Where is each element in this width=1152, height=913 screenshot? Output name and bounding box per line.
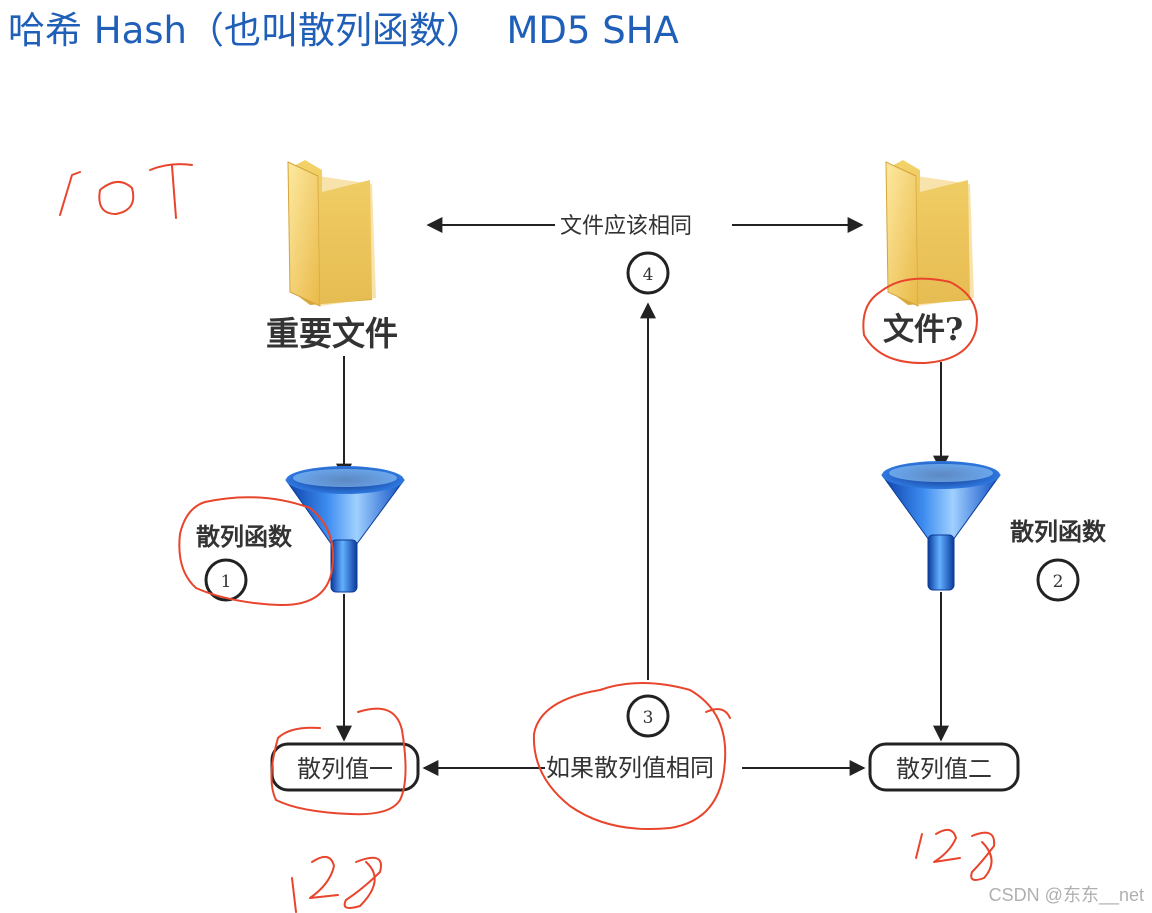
watermark: CSDN @东东__net (988, 885, 1144, 905)
step-1-badge: 1 (204, 558, 248, 602)
step-4-badge: 4 (626, 251, 670, 295)
hash-function-left-label: 散列函数 (196, 522, 293, 551)
important-file-label: 重要文件 (266, 314, 398, 353)
ink-circle-hash-function (178, 496, 334, 607)
step-2-badge: 2 (1036, 558, 1080, 602)
funnel-icon-right (881, 461, 1001, 591)
hash-value-one-box: 散列值一 (270, 742, 420, 792)
step-3-badge: 3 (626, 694, 670, 738)
step-3-number: 3 (643, 708, 654, 728)
if-same-hash-label: 如果散列值相同 (546, 754, 714, 782)
folder-icon-right (885, 160, 974, 307)
handwritten-10t (59, 163, 193, 219)
ink-circle-file-question (862, 277, 978, 365)
hash-value-two-box: 散列值二 (868, 742, 1020, 792)
funnel-icon-left (285, 466, 405, 593)
handwritten-annotations (59, 163, 996, 913)
step-1-number: 1 (221, 572, 232, 592)
ink-bracket-hash-one (270, 707, 407, 816)
ink-circle-compare (532, 682, 731, 831)
step-2-number: 2 (1053, 572, 1064, 592)
slide-title: 哈希 Hash（也叫散列函数） MD5 SHA (8, 9, 679, 52)
hash-value-one-label: 散列值一 (297, 755, 393, 783)
folder-icon-left (287, 160, 376, 307)
file-question-label: 文件? (883, 312, 963, 348)
handwritten-128-left (291, 855, 382, 913)
hash-value-two-label: 散列值二 (896, 755, 992, 783)
step-4-number: 4 (643, 265, 654, 285)
hash-function-right-label: 散列函数 (1010, 517, 1107, 546)
handwritten-128-right (915, 828, 996, 881)
same-files-label: 文件应该相同 (560, 214, 692, 239)
